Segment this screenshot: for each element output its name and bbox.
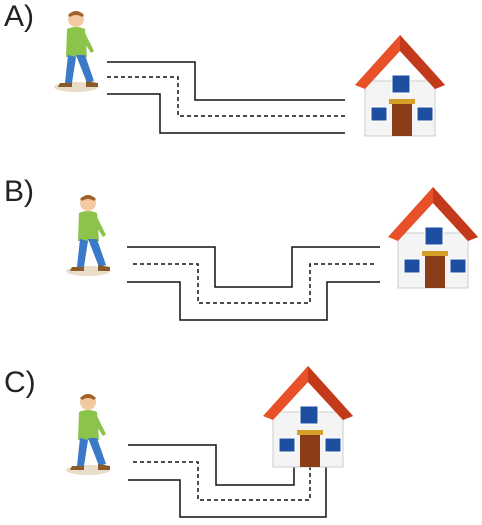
panel-label: B) bbox=[4, 175, 34, 208]
house-icon bbox=[388, 187, 478, 289]
panel-a: A) bbox=[0, 0, 482, 175]
walker-figure bbox=[54, 11, 98, 92]
walker-figure bbox=[66, 394, 110, 475]
house-icon bbox=[355, 35, 445, 137]
path-road bbox=[127, 246, 380, 321]
panel-c: C) bbox=[0, 350, 482, 525]
scene-b bbox=[66, 187, 478, 321]
scene-c bbox=[66, 366, 353, 518]
walker-figure bbox=[66, 195, 110, 276]
path-road bbox=[107, 61, 345, 134]
panel-label: C) bbox=[4, 366, 36, 399]
path-road bbox=[128, 444, 327, 518]
house-icon bbox=[263, 366, 353, 468]
panel-label: A) bbox=[4, 0, 34, 33]
scene-a bbox=[54, 11, 445, 137]
panel-b: B) bbox=[0, 175, 482, 350]
